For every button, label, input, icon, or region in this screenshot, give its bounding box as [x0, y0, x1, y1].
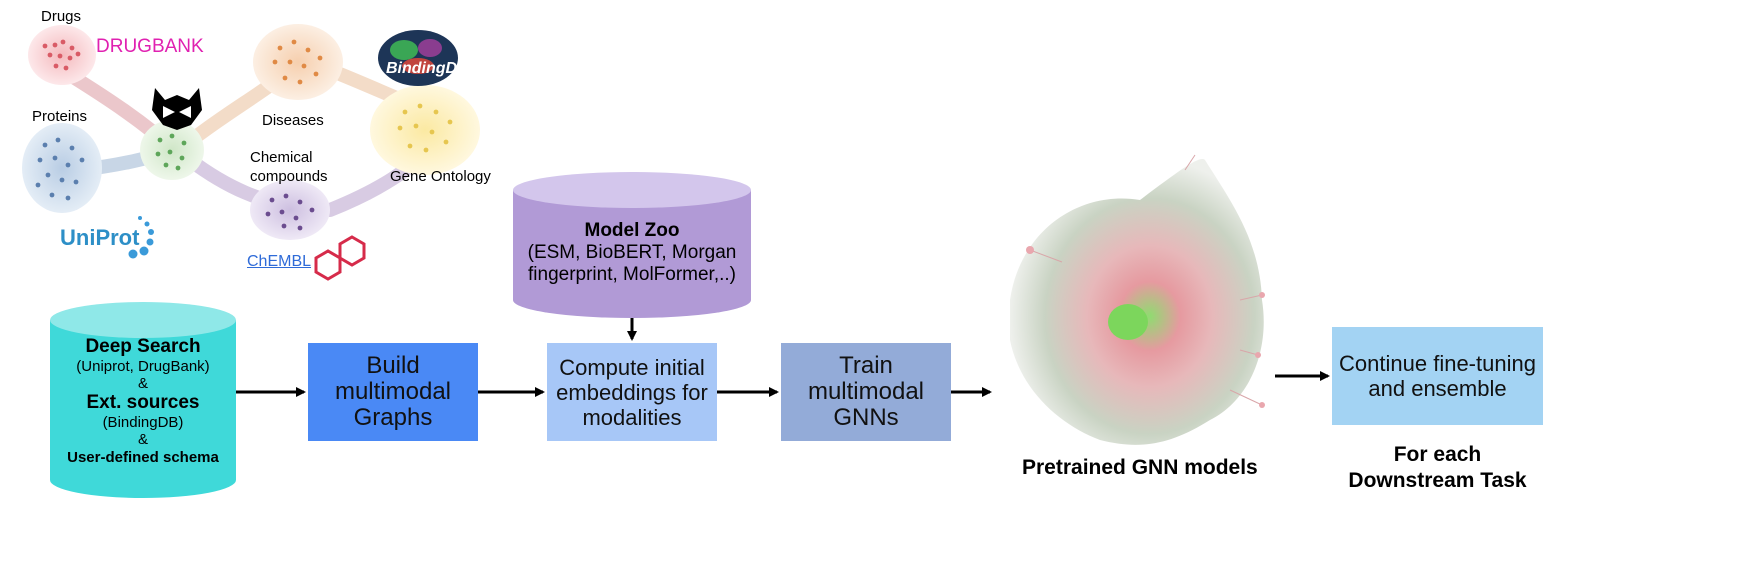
chembl-link[interactable]: ChEMBL [247, 253, 312, 270]
model-zoo-line1: (ESM, BioBERT, Morgan [527, 242, 737, 263]
amp-1: & [137, 375, 148, 392]
bindingdb-logo [378, 30, 458, 86]
diseases-label: Diseases [262, 112, 324, 129]
build-box [308, 343, 478, 441]
model-zoo-text: Model Zoo (ESM, BioBERT, Morgan fingerpr… [513, 220, 751, 286]
drugs-cluster [28, 25, 96, 85]
ext-sources-title: Ext. sources [86, 392, 200, 413]
chemical-label-line2: compounds [250, 168, 328, 185]
pretrained-caption: Pretrained GNN models [1022, 456, 1258, 479]
train-line-3: GNNs [833, 404, 899, 431]
gene-ontology-label: Gene Ontology [390, 168, 491, 185]
chemical-label-line1: Chemical [250, 149, 313, 166]
train-box [781, 343, 951, 441]
hexagon-molecule-icon [314, 235, 366, 281]
fox-logo-icon [152, 88, 202, 130]
gene-ontology-cluster [370, 85, 480, 175]
train-box-text: Train multimodal GNNs [781, 343, 951, 441]
train-line-1: Train [839, 352, 893, 379]
data-sources-text: Deep Search (Uniprot, DrugBank) & Ext. s… [50, 336, 236, 467]
finetune-box [1332, 327, 1543, 425]
drugs-label: Drugs [41, 8, 82, 25]
user-schema-title: User-defined schema [67, 449, 219, 466]
ext-sources-sub: (BindingDB) [102, 414, 184, 431]
downstream-line-1: For each [1393, 443, 1482, 466]
model-zoo-title: Model Zoo [584, 220, 680, 241]
uniprot-logo-text: UniProt [60, 225, 140, 250]
diseases-cluster [253, 24, 343, 100]
downstream-caption: For each Downstream Task [1332, 442, 1543, 494]
proteins-label: Proteins [32, 108, 88, 125]
finetune-box-text: Continue fine-tuning and ensemble [1332, 327, 1543, 425]
bindingdb-logo-text: BindingDB [386, 60, 469, 77]
deep-search-sub: (Uniprot, DrugBank) [76, 358, 210, 375]
drugbank-logo-text: DRUGBANK [96, 36, 204, 57]
model-zoo-cylinder [513, 172, 751, 318]
flow-arrows [236, 318, 1330, 397]
finetune-line-2: and ensemble [1368, 376, 1507, 401]
compute-box [547, 343, 717, 441]
build-line-3: Graphs [353, 404, 433, 431]
compute-line-3: modalities [582, 404, 682, 430]
downstream-line-2: Downstream Task [1348, 469, 1527, 492]
finetune-line-1: Continue fine-tuning [1339, 351, 1536, 376]
proteins-cluster [22, 123, 102, 213]
amp-2: & [137, 431, 148, 448]
compute-line-1: Compute initial [559, 354, 705, 380]
train-line-2: multimodal [807, 378, 925, 405]
chemical-cluster [250, 180, 330, 240]
build-box-text: Build multimodal Graphs [308, 343, 478, 441]
compute-line-2: embeddings for [556, 379, 708, 405]
gnn-graph-visual [1010, 154, 1265, 445]
central-cluster [140, 120, 204, 180]
deep-search-title: Deep Search [85, 336, 201, 357]
data-sources-cylinder [50, 302, 236, 498]
model-zoo-line2: fingerprint, MolFormer,..) [528, 264, 736, 285]
compute-box-text: Compute initial embeddings for modalitie… [547, 343, 717, 441]
uniprot-dots-icon [128, 216, 154, 259]
build-line-1: Build [366, 352, 420, 379]
build-line-2: multimodal [334, 378, 452, 405]
